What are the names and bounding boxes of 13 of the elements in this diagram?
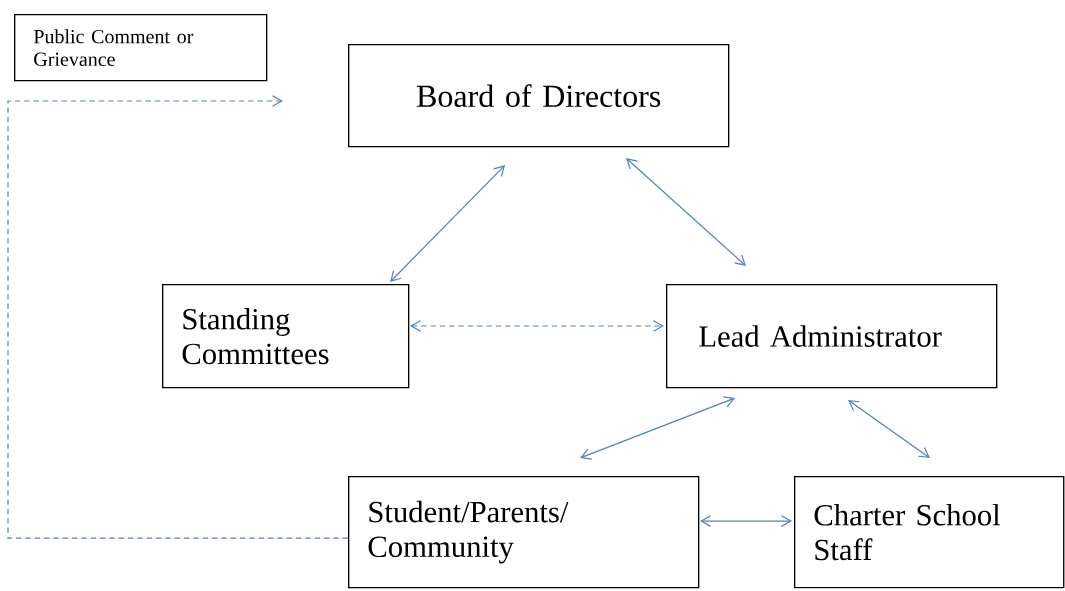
arrow (390, 165, 506, 282)
box: Student/Parents/ Community (348, 476, 700, 589)
arrow (700, 515, 792, 527)
box: Charter School Staff (794, 476, 1065, 589)
arrow (580, 396, 736, 460)
arrow (7, 95, 349, 539)
box: Public Comment or Grievance (14, 14, 268, 82)
box: Standing Committees (162, 284, 410, 389)
box: Lead Administrator (666, 284, 998, 389)
arrow (848, 400, 930, 458)
arrow (626, 158, 746, 266)
box: Board of Directors (348, 44, 730, 148)
arrow (410, 320, 664, 332)
